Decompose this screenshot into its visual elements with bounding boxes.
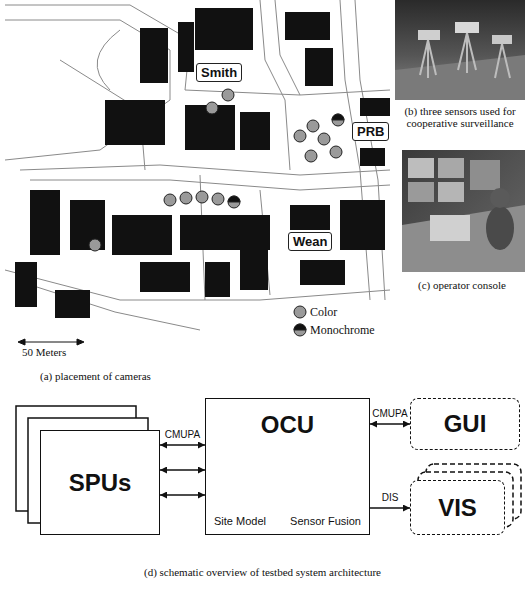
box-title: SPUs — [69, 469, 132, 497]
building-label: PRB — [352, 122, 389, 141]
legend-samples — [294, 306, 306, 336]
legend-text: Color — [310, 305, 337, 320]
building-name: Smith — [201, 65, 237, 80]
edge-label: CMUPA — [164, 429, 201, 440]
building-name: Wean — [293, 234, 327, 249]
scale-label: 50 Meters — [22, 346, 102, 358]
connector-arrow — [370, 507, 410, 509]
connector-arrow — [160, 494, 205, 496]
connector-arrow — [160, 444, 205, 446]
box-title: GUI — [444, 410, 487, 438]
scale-bar — [18, 339, 84, 345]
dashed-box: GUI — [410, 398, 520, 450]
console-photo — [402, 150, 525, 272]
box-note: Site Model — [214, 515, 266, 527]
connector-arrow — [370, 423, 410, 425]
sensor-photo — [395, 0, 525, 100]
subcaption: (d) schematic overview of testbed system… — [0, 566, 525, 578]
box-title: VIS — [438, 494, 477, 522]
map-buildings — [15, 8, 390, 318]
building-name: PRB — [357, 124, 384, 139]
camera-markers — [89, 89, 344, 251]
box-note: Sensor Fusion — [290, 515, 361, 527]
edge-label: CMUPA — [371, 408, 408, 419]
connector-arrow — [160, 469, 205, 471]
map-roads — [5, 0, 390, 330]
subcaption: (c) operator console — [400, 279, 524, 291]
subcaption: (a) placement of cameras — [40, 370, 240, 382]
dashed-box: VIS — [410, 480, 505, 535]
legend-text: Monochrome — [310, 323, 375, 338]
edge-label: DIS — [381, 492, 400, 503]
subcaption: (b) three sensors used for cooperative s… — [396, 105, 524, 129]
building-label: Smith — [196, 63, 242, 82]
box-title: OCU — [206, 411, 369, 439]
process-box: SPUs — [40, 430, 160, 535]
building-label: Wean — [288, 232, 332, 251]
process-box: OCU Site Model Sensor Fusion — [205, 398, 370, 535]
